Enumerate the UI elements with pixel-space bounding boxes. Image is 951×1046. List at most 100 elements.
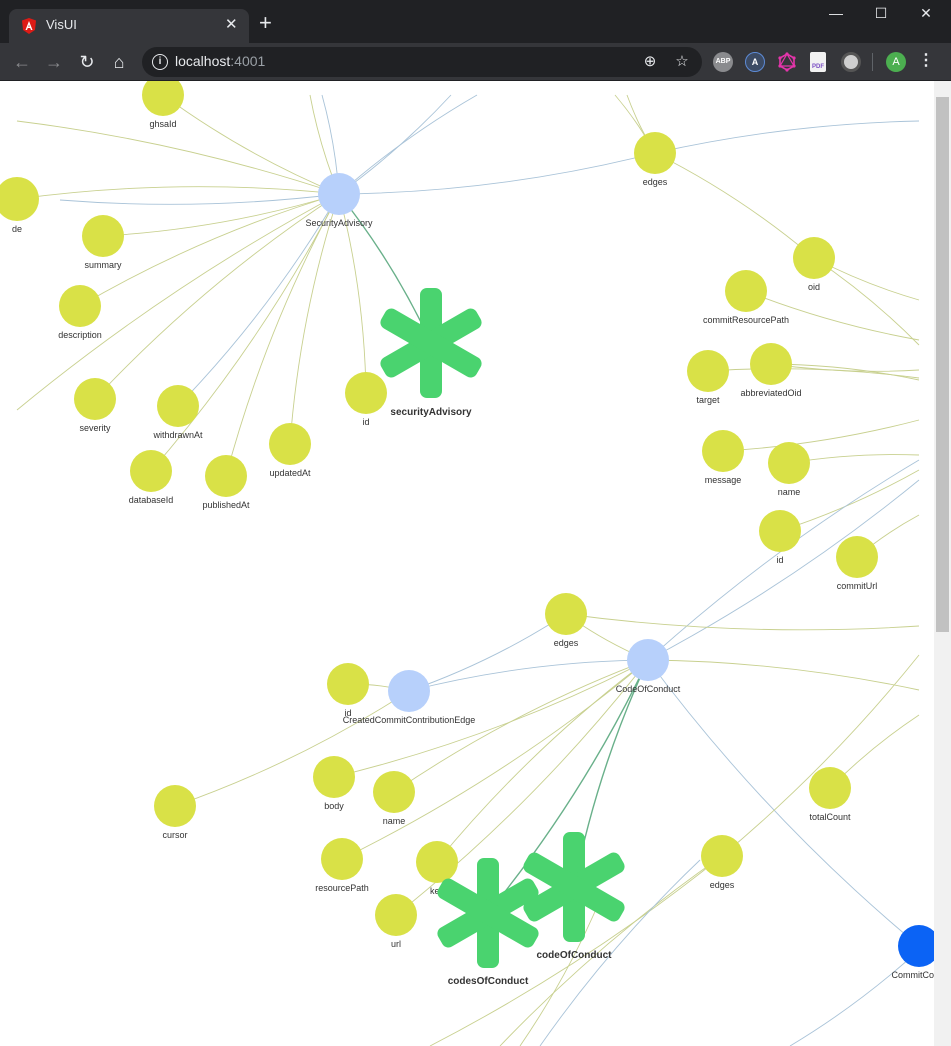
menu-kebab-icon[interactable]: ⋮: [918, 52, 934, 69]
node-circle[interactable]: [416, 841, 458, 883]
node-circle[interactable]: [269, 423, 311, 465]
node-circle[interactable]: [809, 767, 851, 809]
bookmark-star-icon[interactable]: ☆: [675, 53, 689, 70]
node-circle[interactable]: [836, 536, 878, 578]
node-circle[interactable]: [750, 343, 792, 385]
graph-viewport[interactable]: ghsaId de SecurityAdvisory summary descripti…: [0, 81, 951, 1046]
node-circle[interactable]: [687, 350, 729, 392]
node-circle[interactable]: [701, 835, 743, 877]
edge-edges1-oid: [654, 152, 815, 259]
graph-node-description[interactable]: description: [58, 285, 102, 340]
graph-node-url[interactable]: url: [375, 894, 417, 949]
graph-node-ghsaId[interactable]: ghsaId: [142, 81, 184, 129]
node-label: description: [58, 330, 102, 340]
node-circle[interactable]: [345, 372, 387, 414]
graph-node-codesOfConduct[interactable]: codesOfConduct: [435, 858, 541, 987]
node-circle[interactable]: [793, 237, 835, 279]
graph-node-edges1[interactable]: edges: [634, 132, 676, 187]
root-asterisk-icon[interactable]: [378, 288, 484, 398]
graph-canvas[interactable]: ghsaId de SecurityAdvisory summary descripti…: [0, 81, 947, 1046]
graph-node-severity[interactable]: severity: [74, 378, 116, 433]
node-circle[interactable]: [157, 385, 199, 427]
graph-node-securityAdvisory[interactable]: securityAdvisory: [378, 288, 484, 418]
graph-node-commitResourcePath[interactable]: commitResourcePath: [703, 270, 789, 325]
profile-avatar[interactable]: A: [886, 52, 906, 72]
tab-close-icon[interactable]: ✕: [225, 16, 238, 33]
node-circle[interactable]: [375, 894, 417, 936]
back-arrow-icon[interactable]: ←: [13, 52, 31, 72]
graph-node-withdrawnAt[interactable]: withdrawnAt: [152, 385, 203, 440]
node-circle[interactable]: [768, 442, 810, 484]
address-bar[interactable]: i localhost:4001 ⊕ ☆: [142, 47, 702, 77]
graph-node-CommitContri[interactable]: CommitContri: [891, 925, 947, 980]
node-circle[interactable]: [82, 215, 124, 257]
graph-node-cursor[interactable]: cursor: [154, 785, 196, 840]
node-circle[interactable]: [627, 639, 669, 681]
node-circle[interactable]: [142, 81, 184, 116]
graph-node-message[interactable]: message: [702, 430, 744, 485]
graph-node-updatedAt[interactable]: updatedAt: [269, 423, 311, 478]
graph-node-name2[interactable]: name: [373, 771, 415, 826]
node-circle[interactable]: [545, 593, 587, 635]
node-circle[interactable]: [759, 510, 801, 552]
node-circle[interactable]: [59, 285, 101, 327]
a-extension-icon[interactable]: A: [745, 52, 765, 72]
node-circle[interactable]: [634, 132, 676, 174]
graph-node-name1[interactable]: name: [768, 442, 810, 497]
close-window-button[interactable]: ✕: [920, 5, 932, 21]
node-circle[interactable]: [313, 756, 355, 798]
graphql-icon[interactable]: [777, 52, 797, 72]
edge-offscreen: [519, 899, 601, 1046]
node-circle[interactable]: [74, 378, 116, 420]
graph-node-id1[interactable]: id: [345, 372, 387, 427]
graph-node-publishedAt[interactable]: publishedAt: [202, 455, 250, 510]
new-tab-button[interactable]: +: [259, 10, 272, 35]
graph-node-CreatedCommitContributionEdge[interactable]: CreatedCommitContributionEdge: [343, 670, 476, 725]
forward-arrow-icon[interactable]: →: [45, 52, 63, 72]
graph-node-id3[interactable]: id: [327, 663, 369, 718]
adblock-plus-icon[interactable]: ABP: [713, 52, 733, 72]
node-circle[interactable]: [318, 173, 360, 215]
browser-tab[interactable]: VisUI ✕: [9, 9, 249, 43]
reload-icon[interactable]: ↻: [79, 52, 95, 72]
graph-node-body[interactable]: body: [313, 756, 355, 811]
graph-node-abbreviatedOid[interactable]: abbreviatedOid: [740, 343, 802, 398]
node-circle[interactable]: [154, 785, 196, 827]
graph-node-summary[interactable]: summary: [82, 215, 124, 270]
graph-node-id2[interactable]: id: [759, 510, 801, 565]
circle-extension-icon[interactable]: [841, 52, 861, 72]
node-circle[interactable]: [898, 925, 940, 967]
node-circle[interactable]: [205, 455, 247, 497]
graph-node-key[interactable]: key: [416, 841, 458, 896]
graph-node-edges2[interactable]: edges: [545, 593, 587, 648]
maximize-button[interactable]: ☐: [874, 5, 888, 21]
graph-node-totalCount[interactable]: totalCount: [809, 767, 851, 822]
graph-node-SecurityAdvisory[interactable]: SecurityAdvisory: [305, 173, 373, 228]
graph-node-codeOfConduct[interactable]: codeOfConduct: [521, 832, 627, 961]
node-circle[interactable]: [702, 430, 744, 472]
node-circle[interactable]: [327, 663, 369, 705]
node-circle[interactable]: [130, 450, 172, 492]
scrollbar-thumb[interactable]: [936, 97, 949, 632]
node-circle[interactable]: [321, 838, 363, 880]
graph-node-commitUrl[interactable]: commitUrl: [836, 536, 878, 591]
graph-nodes[interactable]: ghsaId de SecurityAdvisory summary descripti…: [0, 81, 947, 987]
graph-node-databaseId[interactable]: databaseId: [129, 450, 174, 505]
pdf-icon[interactable]: PDF: [810, 52, 826, 72]
graph-node-oid[interactable]: oid: [793, 237, 835, 292]
graph-node-CodeOfConduct[interactable]: CodeOfConduct: [616, 639, 681, 694]
node-circle[interactable]: [0, 177, 39, 221]
site-info-icon[interactable]: i: [152, 54, 168, 70]
graph-node-de[interactable]: de: [0, 177, 39, 234]
node-circle[interactable]: [725, 270, 767, 312]
home-icon[interactable]: ⌂: [113, 52, 125, 72]
zoom-icon[interactable]: ⊕: [643, 53, 657, 70]
node-circle[interactable]: [388, 670, 430, 712]
graph-node-edges3[interactable]: edges: [701, 835, 743, 890]
minimize-button[interactable]: —: [829, 5, 843, 21]
root-asterisk-icon[interactable]: [435, 858, 541, 968]
graph-node-resourcePath[interactable]: resourcePath: [315, 838, 369, 893]
root-asterisk-icon[interactable]: [521, 832, 627, 942]
graph-node-target[interactable]: target: [687, 350, 729, 405]
node-circle[interactable]: [373, 771, 415, 813]
